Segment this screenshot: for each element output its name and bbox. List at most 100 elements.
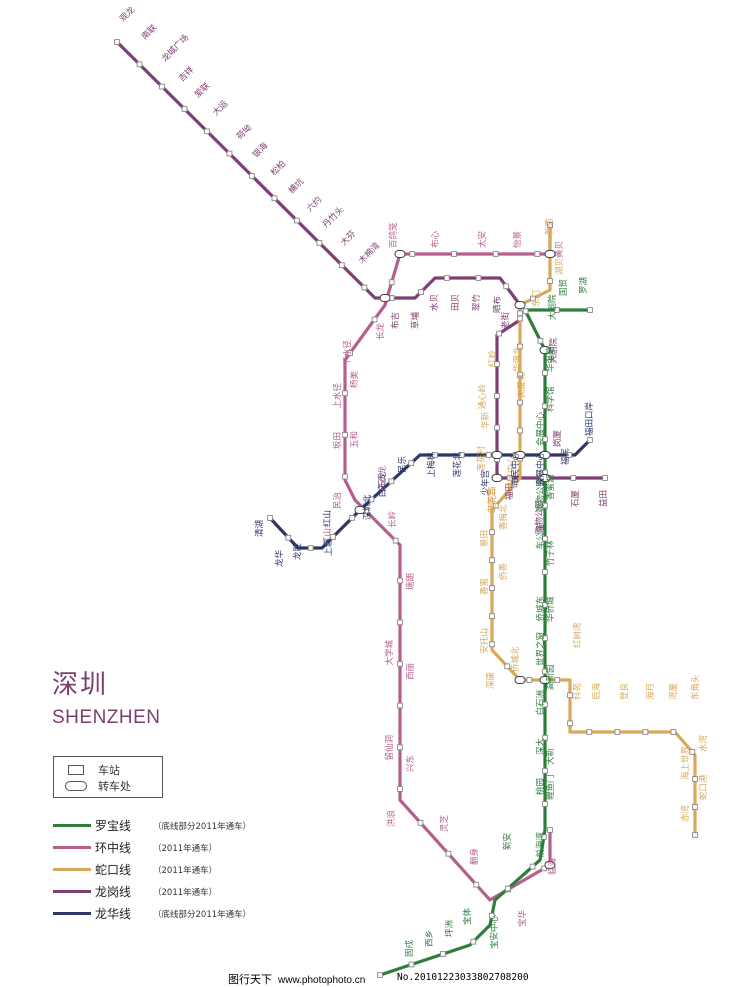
station-label-longhua: 民乐 <box>397 456 408 474</box>
station-label-shekou: 科苑 <box>572 682 583 700</box>
station-label-luobao: 华强路 <box>545 346 556 372</box>
station-marker-shekou <box>530 295 536 302</box>
legend-swatch <box>53 868 91 871</box>
station-label-luobao: 香蜜湖 <box>545 474 556 500</box>
station-label-shekou: 红树湾 <box>572 622 583 648</box>
station-marker-longgang <box>339 262 345 269</box>
station-label-huanzhong: 黄贝 <box>554 241 565 258</box>
station-label-shekou: 市民中心 <box>506 456 517 491</box>
station-marker-longhua <box>267 515 273 521</box>
station-label-longhua: 白石龙 <box>377 472 388 498</box>
station-marker-luobao <box>408 961 415 968</box>
legend-swatch <box>53 824 91 827</box>
station-marker-longgang <box>503 283 509 290</box>
station-label-huanzhong: 布心 <box>430 230 441 248</box>
station-marker-shekou <box>517 399 523 406</box>
station-marker-luobao <box>542 535 548 542</box>
station-marker-luobao <box>542 502 548 509</box>
station-label-huanzhong: 洪浪 <box>386 810 397 828</box>
station-label-longgang: 布吉 <box>390 312 401 329</box>
station-marker-longgang <box>114 39 120 45</box>
station-marker-shekou <box>567 692 573 699</box>
station-labels: 观龙南联龙城广场吉祥爱联大运荷坳银海松柏横坑六约丹竹头大芬木棉湾布吉草埔水贝田贝… <box>117 4 709 957</box>
station-label-luobao: 罗湖 <box>579 277 589 294</box>
station-marker-luobao <box>542 370 548 376</box>
station-label-huanzhong: 兴东 <box>405 755 416 772</box>
station-marker-shekou <box>504 663 511 670</box>
station-label-luobao: 新安 <box>502 833 513 850</box>
station-label-shekou: 深康 <box>485 672 496 690</box>
station-label-huanzhong: 翻身 <box>469 848 480 865</box>
station-marker-shekou <box>526 677 533 683</box>
station-marker-luobao <box>542 767 548 774</box>
station-label-luobao: 国贸 <box>558 279 569 296</box>
station-marker-longgang <box>136 61 143 68</box>
station-marker-luobao <box>542 801 548 807</box>
station-label-shekou: 登良 <box>619 682 630 700</box>
station-label-luobao: 高新园 <box>545 664 556 690</box>
station-label-shekou: 蛇口港 <box>698 774 709 800</box>
station-label-longhua: 会展中心 <box>535 452 546 487</box>
station-label-longgang: 银海 <box>250 140 270 160</box>
station-marker-shekou <box>692 832 698 838</box>
station-label-longhua: 龙华 <box>274 550 285 568</box>
station-marker-shekou <box>517 315 523 322</box>
station-marker-luobao <box>470 938 477 945</box>
station-label-huanzhong: 长岭 <box>387 510 398 528</box>
station-markers <box>114 39 698 978</box>
station-label-luobao: 科学馆 <box>545 386 556 412</box>
station-label-longhua: 福民 <box>560 448 571 465</box>
station-label-longgang: 荷坳 <box>234 122 254 142</box>
station-marker-huanzhong <box>473 881 480 888</box>
city-title-cn: 深圳 <box>52 670 109 700</box>
station-marker-shekou <box>511 481 518 488</box>
station-label-luobao: 世界之窗 <box>535 632 546 666</box>
station-label-longgang: 大剧院 <box>548 338 559 364</box>
station-label-shekou: 莲花村 <box>476 446 487 472</box>
station-label-longhua: 上梅林 <box>426 452 437 478</box>
station-label-luobao: 侨城东 <box>535 596 546 622</box>
station-label-longgang: 翠竹 <box>471 294 482 312</box>
station-marker-longhua <box>368 496 375 503</box>
station-label-shekou: 东门 <box>531 290 542 307</box>
station-label-huanzhong: 杨美 <box>349 370 360 388</box>
station-marker-shekou <box>692 776 698 782</box>
station-marker-huanzhong <box>409 251 416 257</box>
station-label-luobao: 西乡 <box>425 930 435 947</box>
station-label-longgang: 草埔 <box>410 312 421 330</box>
station-marker-longgang <box>361 284 368 291</box>
station-label-longgang: 田贝 <box>451 294 461 311</box>
station-label-longgang: 南联 <box>139 22 159 42</box>
luobao-line-path <box>378 308 592 977</box>
station-marker-luobao <box>440 951 446 957</box>
transfer-marker <box>514 301 526 309</box>
transfer-marker <box>544 250 556 258</box>
station-marker-luobao <box>542 569 548 575</box>
station-label-huanzhong: 红山 <box>322 528 333 545</box>
station-marker-luobao <box>542 436 548 443</box>
station-symbol-icon <box>68 765 84 775</box>
legend-swatch <box>53 846 91 849</box>
station-marker-longhua <box>349 515 355 521</box>
station-marker-luobao <box>537 337 544 344</box>
station-label-longhua: 龙胜 <box>292 542 303 560</box>
station-marker-luobao <box>542 701 548 708</box>
transfer-marker <box>539 474 551 482</box>
station-marker-longgang <box>181 106 188 112</box>
station-label-longhua: 深圳北 <box>362 494 373 520</box>
station-label-shekou: 香蜜 <box>479 578 490 595</box>
station-marker-longgang <box>316 240 323 246</box>
station-marker-huanzhong <box>388 279 395 286</box>
station-marker-luobao <box>377 972 383 978</box>
station-label-huanzhong: 宝华 <box>517 910 528 928</box>
transfer-marker <box>539 676 551 684</box>
station-label-huanzhong: 上水径 <box>332 383 343 409</box>
station-marker-huanzhong <box>451 251 457 257</box>
station-marker-luobao <box>542 668 548 675</box>
station-marker-shekou <box>689 749 696 755</box>
station-label-huanzhong: 怡景 <box>512 231 523 248</box>
station-marker-longhua <box>458 452 465 458</box>
station-marker-shekou <box>692 804 698 810</box>
legend-swatch <box>53 912 91 915</box>
station-label-luobao: 大新 <box>545 747 556 765</box>
